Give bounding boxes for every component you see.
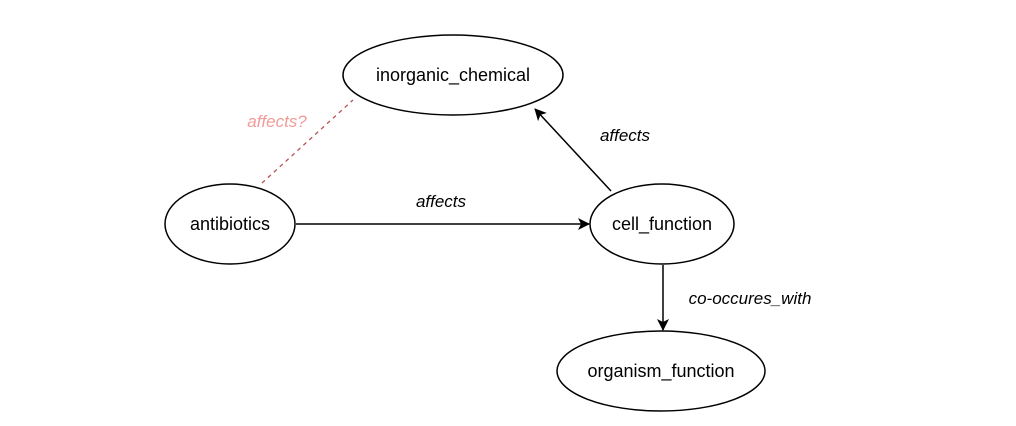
node-cell-function-shape[interactable] bbox=[589, 183, 735, 265]
edge-label-antibiotics-affects: affects bbox=[416, 192, 467, 211]
edge-label-cell-function-affects: affects bbox=[600, 126, 651, 145]
edge-label-affects-uncertain: affects? bbox=[247, 112, 307, 131]
node-inorganic-chemical[interactable]: inorganic_chemical bbox=[342, 34, 564, 116]
node-cell-function[interactable]: cell_function bbox=[589, 183, 735, 265]
node-antibiotics-label: antibiotics bbox=[190, 214, 270, 234]
node-organism-function-label: organism_function bbox=[587, 361, 734, 382]
node-antibiotics-shape[interactable] bbox=[164, 183, 296, 265]
node-antibiotics[interactable]: antibiotics bbox=[164, 183, 296, 265]
node-inorganic-chemical-shape[interactable] bbox=[342, 34, 564, 116]
edge-cell-function-inorganic-chemical[interactable] bbox=[534, 108, 612, 192]
node-organism-function-shape[interactable] bbox=[556, 330, 766, 412]
node-inorganic-chemical-label: inorganic_chemical bbox=[376, 65, 530, 86]
node-organism-function[interactable]: organism_function bbox=[556, 330, 766, 412]
node-cell-function-label: cell_function bbox=[612, 214, 712, 235]
edge-label-co-occures-with: co-occures_with bbox=[689, 289, 812, 308]
